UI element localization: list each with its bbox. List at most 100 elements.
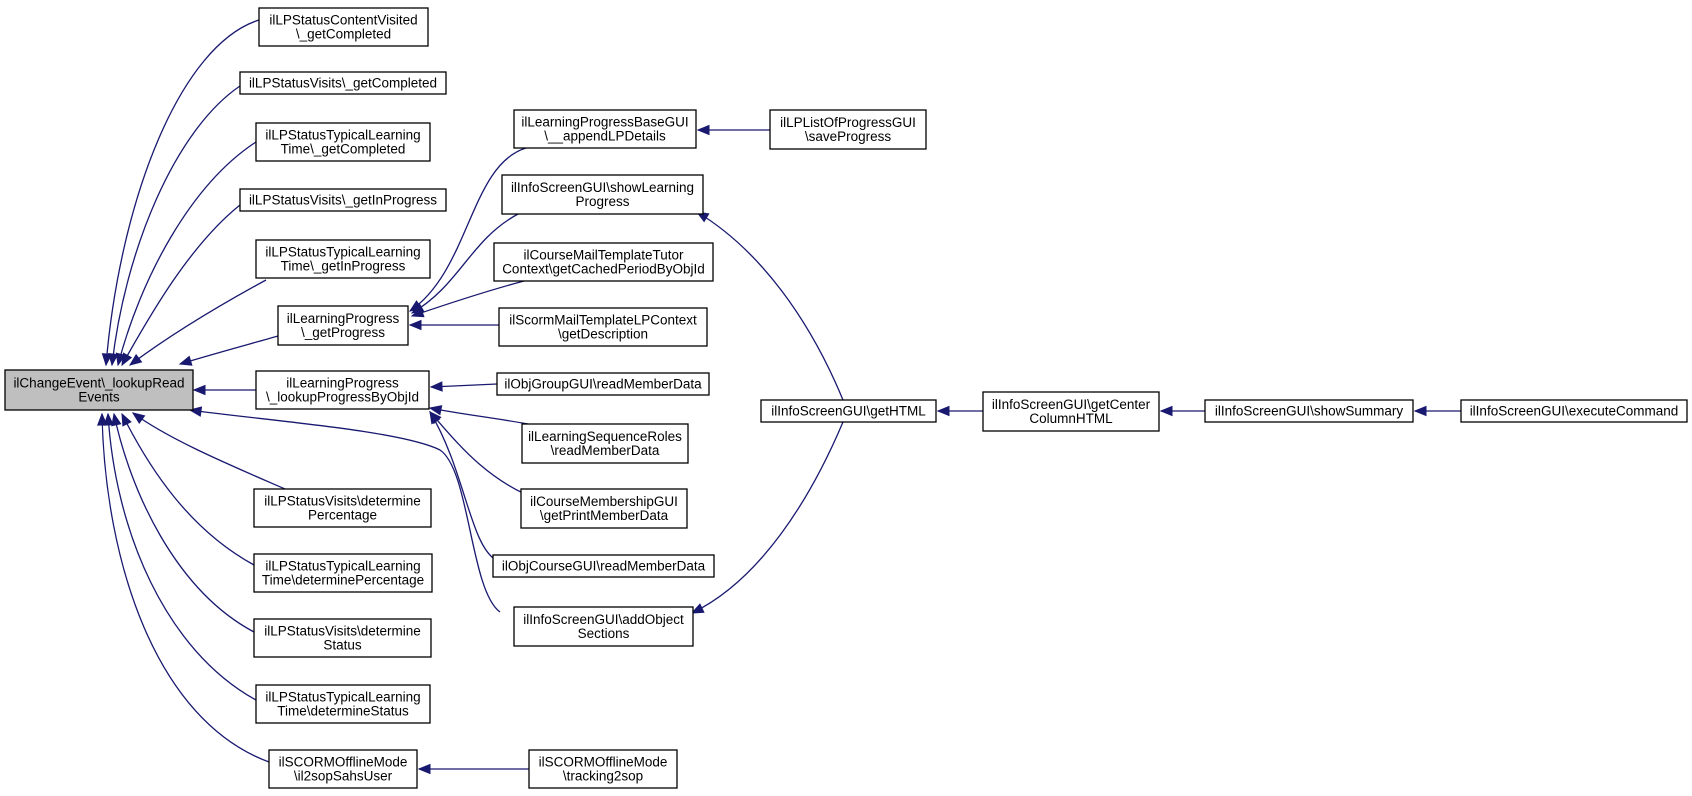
arrowhead-icon [1413, 405, 1427, 417]
edge-info_execute-to-info_summary [1413, 405, 1462, 417]
node-label: ilLPListOfProgressGUI [780, 115, 916, 130]
node-label: \il2sopSahsUser [294, 769, 393, 784]
node-scormmail[interactable]: ilScormMailTemplateLPContext\getDescript… [498, 307, 708, 347]
node-scorm_il2sop[interactable]: ilSCORMOfflineMode\il2sopSahsUser [268, 749, 418, 789]
edge-tlt_inprogress-to-root [128, 279, 267, 366]
node-objgroup_read[interactable]: ilObjGroupGUI\readMemberData [496, 372, 710, 396]
node-label: Time\_getInProgress [281, 259, 406, 274]
node-label: Time\determinePercentage [262, 573, 424, 588]
node-label: \_getProgress [301, 325, 385, 340]
arrowhead-icon [690, 603, 705, 614]
arrowhead-icon [121, 352, 133, 367]
node-coursemember_print[interactable]: ilCourseMembershipGUI\getPrintMemberData [520, 488, 688, 529]
node-lplist_save[interactable]: ilLPListOfProgressGUI\saveProgress [769, 109, 927, 150]
node-label: ilLearningProgress [286, 376, 399, 391]
node-label: \readMemberData [551, 443, 660, 458]
node-tlt_completed[interactable]: ilLPStatusTypicalLearningTime\_getComple… [255, 122, 431, 162]
arrowhead-icon [103, 412, 114, 426]
node-label: ilCourseMailTemplateTutor [523, 248, 684, 263]
edge-layer [96, 19, 1462, 775]
edge-objgroup_read-to-lp_lookup [429, 381, 498, 392]
node-label: ilLearningSequenceRoles [528, 429, 682, 444]
node-label: ilObjGroupGUI\readMemberData [504, 377, 702, 392]
node-label: ilLPStatusTypicalLearning [265, 128, 420, 143]
node-label: Sections [578, 626, 630, 641]
arrowhead-icon [429, 410, 441, 425]
node-label: \__appendLPDetails [544, 129, 666, 144]
node-label: ilObjCourseGUI\readMemberData [502, 559, 706, 574]
node-lsroles_read[interactable]: ilLearningSequenceRoles\readMemberData [521, 423, 689, 464]
node-label: ilCourseMembershipGUI [530, 494, 678, 509]
arrowhead-icon [696, 124, 710, 136]
node-label: Progress [575, 194, 629, 209]
node-lp_getprogress[interactable]: ilLearningProgress\_getProgress [277, 305, 409, 346]
node-label: \getDescription [558, 327, 648, 342]
node-tlt_inprogress[interactable]: ilLPStatusTypicalLearningTime\_getInProg… [255, 239, 431, 279]
edge-scorm_il2sop-to-root [96, 412, 270, 763]
node-objcourse_read[interactable]: ilObjCourseGUI\readMemberData [492, 554, 715, 578]
edge-tlt_detpct-to-root [121, 412, 255, 566]
edge-info_center-to-info_gethtml [936, 405, 984, 417]
node-label: Time\determineStatus [277, 704, 409, 719]
node-scorm_tracking[interactable]: ilSCORMOfflineMode\tracking2sop [528, 749, 678, 789]
node-tlt_detstatus[interactable]: ilLPStatusTypicalLearningTime\determineS… [255, 684, 431, 724]
node-info_gethtml[interactable]: ilInfoScreenGUI\getHTML [760, 399, 937, 423]
edge-v_completed-to-root [108, 85, 241, 367]
node-label: ilInfoScreenGUI\executeCommand [1470, 404, 1679, 419]
node-label: ilSCORMOfflineMode [539, 755, 668, 770]
node-tlt_detpct[interactable]: ilLPStatusTypicalLearningTime\determineP… [253, 553, 433, 593]
node-label: ilLPStatusTypicalLearning [265, 245, 420, 260]
node-label: ilLPStatusContentVisited [269, 13, 417, 28]
edge-tlt_completed-to-root [115, 141, 257, 367]
node-label: \tracking2sop [563, 769, 643, 784]
node-mailtutor[interactable]: ilCourseMailTemplateTutorContext\getCach… [493, 242, 714, 282]
edge-scormmail-to-lp_getprogress [408, 319, 500, 331]
node-v_detpct[interactable]: ilLPStatusVisits\determinePercentage [253, 488, 432, 528]
node-label: ilLPStatusVisits\determine [264, 494, 421, 509]
edge-info_gethtml-to-info_addobj [690, 421, 844, 614]
arrowhead-icon [428, 405, 443, 416]
node-v_inprogress[interactable]: ilLPStatusVisits\_getInProgress [239, 188, 447, 212]
edge-info_gethtml-to-info_showlp [695, 211, 844, 401]
node-v_detstatus[interactable]: ilLPStatusVisits\determineStatus [253, 618, 432, 658]
node-label: ilLPStatusTypicalLearning [265, 559, 420, 574]
arrowhead-icon [408, 319, 422, 331]
arrowhead-icon [410, 307, 425, 318]
node-lpbase_append[interactable]: ilLearningProgressBaseGUI\__appendLPDeta… [513, 109, 697, 149]
arrowhead-icon [429, 381, 443, 392]
edge-v_detstatus-to-root [111, 412, 255, 633]
edge-lpbase_append-to-lp_getprogress [408, 147, 527, 312]
edge-v_detpct-to-root [131, 412, 286, 490]
node-label: ilLPStatusVisits\determine [264, 624, 421, 639]
node-info_summary[interactable]: ilInfoScreenGUI\showSummary [1204, 399, 1414, 423]
node-label: Context\getCachedPeriodByObjId [502, 262, 705, 277]
node-info_execute[interactable]: ilInfoScreenGUI\executeCommand [1460, 399, 1688, 423]
edge-objcourse_read-to-lp_lookup [429, 410, 497, 561]
arrowhead-icon [128, 353, 143, 366]
node-label: ilInfoScreenGUI\showLearning [511, 180, 694, 195]
arrowhead-icon [192, 384, 206, 396]
node-label: ilSCORMOfflineMode [279, 755, 408, 770]
edge-v_inprogress-to-root [121, 204, 241, 367]
arrowhead-icon [417, 763, 431, 775]
node-label: ilLearningProgressBaseGUI [521, 115, 688, 130]
arrowhead-icon [936, 405, 950, 417]
node-v_completed[interactable]: ilLPStatusVisits\_getCompleted [239, 71, 447, 95]
edge-mailtutor-to-lp_getprogress [410, 280, 525, 318]
node-label: ilLearningProgress [287, 311, 400, 326]
edge-info_summary-to-info_center [1159, 405, 1206, 417]
arrowhead-icon [96, 412, 108, 426]
node-label: \saveProgress [805, 129, 892, 144]
edge-tlt_detstatus-to-root [103, 412, 257, 701]
node-cv_completed[interactable]: ilLPStatusContentVisited\_getCompleted [258, 7, 429, 47]
arrowhead-icon [108, 352, 119, 367]
node-label: ilInfoScreenGUI\getHTML [771, 404, 926, 419]
node-lp_lookup[interactable]: ilLearningProgress\_lookupProgressByObjI… [255, 370, 430, 410]
node-label: ilLPStatusTypicalLearning [265, 690, 420, 705]
